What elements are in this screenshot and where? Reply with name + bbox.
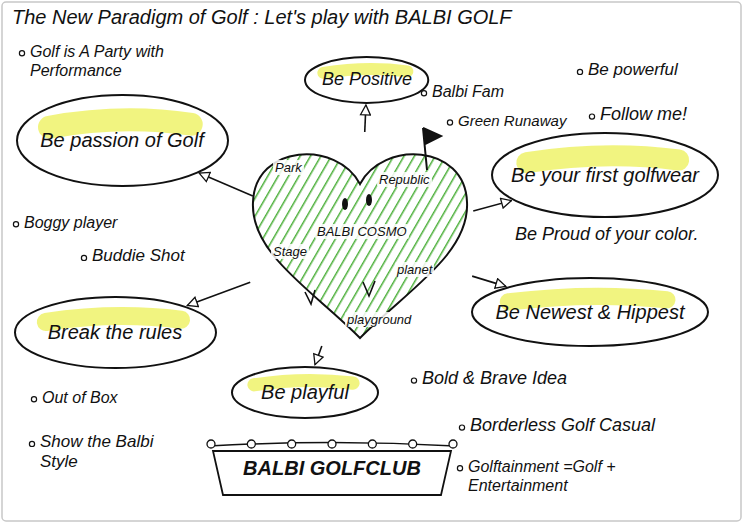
- ellipse-node: Be your first golfwear: [490, 131, 720, 219]
- ellipse-node: Break the rules: [13, 295, 218, 370]
- node-text: BALBI COSMO: [315, 224, 409, 239]
- bullet: [577, 69, 582, 74]
- ellipse-outline: [232, 367, 378, 418]
- bullet: [457, 466, 462, 471]
- node-text: Be playful: [261, 381, 349, 404]
- flag: [423, 128, 441, 170]
- note-text: Be Proud of your color.: [515, 224, 698, 246]
- note-text: Balbi Fam: [432, 82, 504, 101]
- ellipse-node: Be Newest & Hippest: [470, 276, 710, 348]
- node-text: Be passion of Golf: [40, 129, 203, 152]
- highlight: [49, 119, 191, 126]
- diagram-title: The New Paradigm of Golf : Let's play wi…: [12, 6, 512, 29]
- heart-node: BALBI COSMO ParkRepublicStage planet playgr…: [245, 142, 475, 342]
- banner-bead: [247, 440, 255, 448]
- banner-bead: [449, 440, 457, 448]
- bullet: [447, 120, 452, 125]
- heart-word: planet: [395, 262, 434, 277]
- node-text: Be Positive: [322, 69, 412, 90]
- node-text: Be Newest & Hippest: [496, 301, 685, 324]
- bullet: [81, 255, 86, 260]
- bullet: [459, 425, 464, 430]
- connector-arrow: [187, 282, 250, 305]
- node-text: Be your first golfwear: [511, 164, 699, 187]
- connector-arrow: [472, 276, 506, 286]
- banner-node: BALBI GOLFCLUB: [207, 439, 457, 497]
- note-text: Out of Box: [42, 388, 118, 407]
- note-text: Follow me!: [600, 104, 687, 126]
- node-text: Break the rules: [48, 321, 183, 344]
- connector-arrow: [315, 346, 322, 365]
- banner-bead: [368, 440, 376, 448]
- bullet: [29, 441, 34, 446]
- banner-outline: [213, 451, 451, 495]
- flag-cloth: [423, 128, 441, 144]
- bullet: [411, 378, 416, 383]
- note-text: Show the Balbi Style: [40, 432, 160, 473]
- banner-bead: [288, 440, 296, 448]
- connector-arrow: [199, 173, 253, 196]
- eye: [366, 194, 372, 206]
- ellipse-outline: [15, 297, 216, 368]
- bullet: [13, 222, 18, 227]
- note-text: Borderless Golf Casual: [470, 415, 655, 437]
- note-text: Golftainment =Golf + Entertainment: [468, 457, 698, 495]
- note-text: Buddie Shot: [92, 246, 185, 266]
- bullet: [31, 397, 36, 402]
- banner-bead: [328, 440, 336, 448]
- fang: [305, 281, 375, 304]
- node-text: BALBI GOLFCLUB: [243, 457, 421, 480]
- banner-bead: [207, 440, 215, 448]
- note-text: Boggy player: [24, 213, 117, 232]
- heart-word: playground: [345, 312, 413, 327]
- heart-outline: [253, 154, 467, 338]
- ellipse-outline: [472, 278, 708, 346]
- heart-word: Republic: [377, 172, 432, 187]
- bullet: [589, 114, 594, 119]
- heart-hatching: [253, 154, 467, 338]
- bullet: [19, 51, 24, 56]
- note-text: Green Runaway: [458, 112, 566, 130]
- ellipse-node: Be passion of Golf: [15, 93, 230, 188]
- connector-arrow: [365, 105, 366, 132]
- ellipse-outline: [492, 133, 718, 217]
- eye: [342, 198, 348, 210]
- connector-arrow: [473, 201, 511, 211]
- ellipse-node: Be playful: [230, 365, 380, 420]
- heart-word: Park: [273, 160, 304, 175]
- note-text: Be powerful: [588, 60, 678, 80]
- ellipse-outline: [17, 95, 228, 186]
- note-text: Golf is A Party with Performance: [30, 42, 180, 80]
- banner-bead: [409, 440, 417, 448]
- ellipse-outline: [305, 57, 428, 103]
- ellipse-node: Be Positive: [303, 55, 430, 105]
- note-text: Bold & Brave Idea: [422, 368, 567, 390]
- heart-word: Stage: [271, 244, 309, 259]
- highlight: [527, 156, 679, 163]
